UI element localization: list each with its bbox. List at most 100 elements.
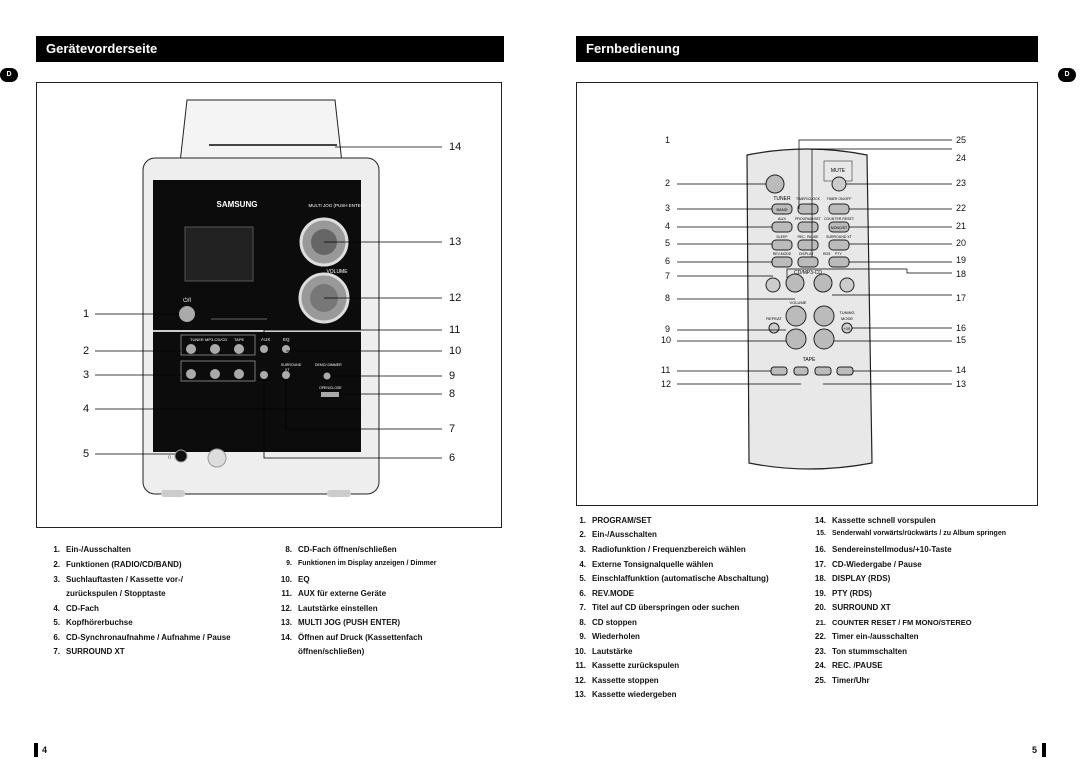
right-language-badge: D (1058, 68, 1076, 82)
surround-button[interactable] (282, 371, 290, 379)
band-label: BAND (776, 207, 787, 212)
remote-callout-6: 6 (665, 256, 671, 266)
timer-clock-button[interactable] (797, 203, 819, 215)
left-section-header: Gerätevorderseite (36, 36, 504, 62)
cd-mp3-label: CD/MP3-CD (794, 270, 822, 276)
timer-onoff-button[interactable] (828, 203, 850, 215)
pty-button[interactable] (828, 256, 850, 268)
mute-label: MUTE (831, 168, 846, 174)
open-close-button[interactable] (321, 392, 339, 397)
mute-button[interactable] (831, 176, 847, 192)
callout-right-8: 8 (449, 388, 456, 400)
rec-button[interactable] (260, 371, 268, 379)
program-set-label: PROGRAM/SET (795, 217, 822, 221)
aux-button-remote[interactable] (771, 221, 793, 233)
eq-button[interactable] (282, 345, 290, 353)
remote-callout-24: 24 (956, 153, 967, 163)
tape-label: TAPE (234, 337, 244, 342)
right-section-header: Fernbedienung (576, 36, 1038, 62)
right-page-number: 5 (1032, 745, 1038, 755)
headphone-jack[interactable] (174, 449, 188, 463)
rev-mode-button[interactable] (771, 256, 793, 268)
callout-left-2: 2 (83, 345, 90, 357)
remote-callout-20: 20 (956, 238, 967, 248)
remote-callout-19: 19 (956, 255, 967, 265)
xt-label: XT (285, 368, 290, 372)
tape-stop-button[interactable] (793, 366, 809, 376)
remote-callout-16: 16 (956, 323, 967, 333)
repeat-button[interactable] (768, 322, 780, 334)
cd-stop-button[interactable] (785, 273, 805, 293)
stop-button[interactable] (210, 369, 220, 379)
tape-button[interactable] (234, 344, 244, 354)
program-set-button[interactable] (797, 221, 819, 233)
remote-callout-12: 12 (661, 379, 672, 389)
repeat-label: REPEAT (766, 316, 782, 321)
tuning-down-button[interactable] (813, 328, 835, 350)
callout-left-1: 1 (83, 308, 90, 320)
aux-label-remote: AUX (778, 216, 787, 221)
tuning-up-button[interactable] (813, 305, 835, 327)
remote-callout-14: 14 (956, 365, 967, 375)
callout-right-11: 11 (449, 324, 461, 336)
callout-right-6: 6 (449, 452, 456, 464)
tuning-label: TUNING (839, 310, 854, 315)
tuner-button[interactable] (186, 344, 196, 354)
mode-label: MODE (841, 316, 853, 321)
remote-callout-25: 25 (956, 135, 967, 145)
rec-pause-label: REC. PAUSE (798, 235, 820, 239)
brand-label: SAMSUNG (217, 200, 258, 209)
tape-play-button[interactable] (814, 366, 832, 376)
search-forward-button[interactable] (234, 369, 244, 379)
demo-button[interactable] (323, 372, 331, 380)
counter-reset-label: COUNTER RESET (824, 217, 855, 221)
surround-xt-button[interactable] (828, 239, 850, 251)
callout-right-14: 14 (449, 141, 462, 153)
sleep-button[interactable] (771, 239, 793, 251)
callout-right-10: 10 (449, 345, 462, 357)
cd-play-pause-button[interactable] (813, 273, 833, 293)
right-page-marker (1042, 743, 1046, 757)
skip-forward-button[interactable] (839, 277, 855, 293)
remote-callout-22: 22 (956, 203, 967, 213)
callout-right-12: 12 (449, 292, 462, 304)
volume-up-button[interactable] (785, 305, 807, 327)
tape-forward-button[interactable] (836, 366, 854, 376)
volume-label: VOLUME (326, 269, 348, 275)
tape-rewind-button[interactable] (770, 366, 788, 376)
demo-label: DEMO/ DIMMER (315, 363, 342, 367)
callout-left-4: 4 (83, 403, 90, 415)
remote-callout-11: 11 (661, 365, 671, 375)
headphone-label: ∩ (167, 454, 172, 461)
display-button[interactable] (797, 256, 819, 268)
skip-back-button[interactable] (765, 277, 781, 293)
search-back-button[interactable] (186, 369, 196, 379)
callout-left-3: 3 (83, 369, 90, 381)
aux-button[interactable] (260, 345, 268, 353)
left-page-number: 4 (42, 745, 48, 755)
remote-callout-17: 17 (956, 293, 967, 303)
power-button-remote[interactable] (765, 174, 785, 194)
remote-callout-5: 5 (665, 238, 671, 248)
timer-onoff-label: TIMER ON/OFF (826, 197, 851, 201)
rec-pause-button[interactable] (797, 239, 819, 251)
callout-right-13: 13 (449, 236, 462, 248)
volume-down-button[interactable] (785, 328, 807, 350)
remote-callout-10: 10 (661, 335, 672, 345)
pty-label: PTY (835, 252, 842, 256)
surround-xt-label: SURROUND XT (826, 235, 853, 239)
left-page-marker (34, 743, 38, 757)
rev-mode-label: REV.MODE (773, 252, 792, 256)
eq-label: EQ (283, 337, 290, 342)
remote-callout-18: 18 (956, 269, 967, 279)
tape-label-remote: TAPE (803, 357, 816, 363)
remote-callout-3: 3 (665, 203, 671, 213)
remote-callout-21: 21 (956, 221, 967, 231)
timer-clock-label: TIMER/CLOCK (796, 197, 821, 201)
cd-label: MP3-CD/CD (205, 337, 227, 342)
tuner-label: TUNER (190, 337, 204, 342)
cd-button[interactable] (210, 344, 220, 354)
surround-label: SURROUND (281, 363, 302, 367)
remote-callout-1: 1 (665, 135, 671, 145)
power-button[interactable] (179, 306, 195, 322)
